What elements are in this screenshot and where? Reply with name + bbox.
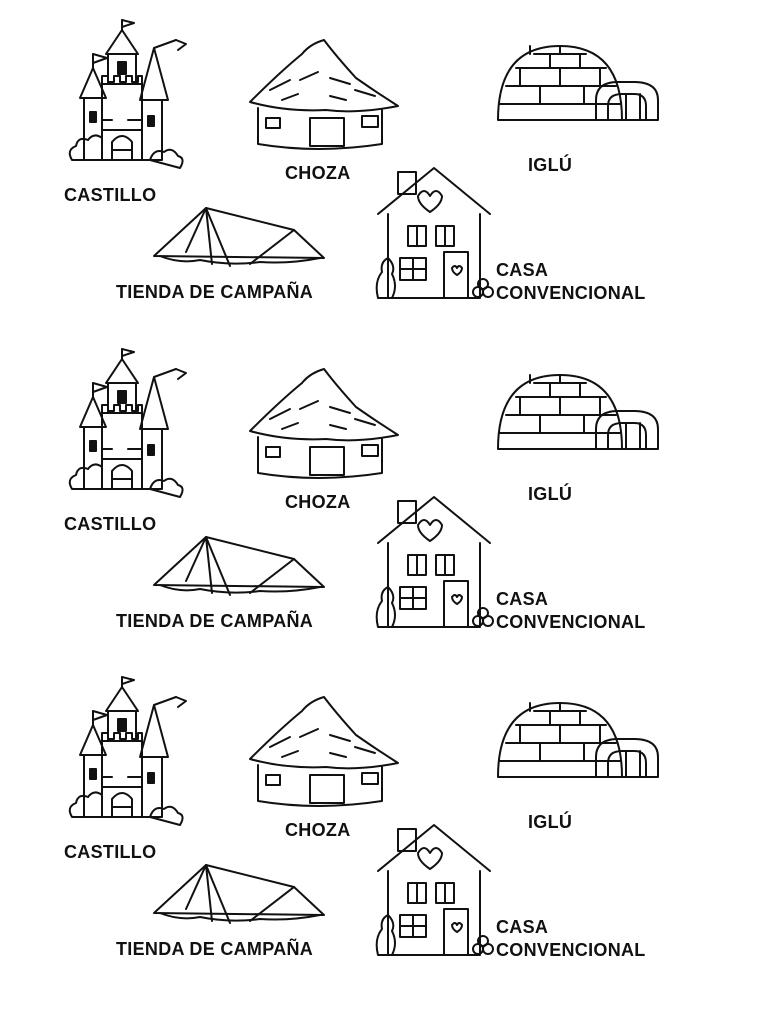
label-iglu: IGLÚ — [528, 812, 573, 832]
label-iglu: IGLÚ — [528, 484, 573, 504]
dwellings-block-2: CASTILLO CHOZA IGLÚ TIENDA DE CAMPAÑA CA… — [0, 329, 768, 659]
label-choza: CHOZA — [285, 820, 351, 840]
label-casa: CASA — [496, 260, 549, 280]
label-castillo: CASTILLO — [64, 842, 157, 862]
label-tienda-de-campana: TIENDA DE CAMPAÑA — [116, 611, 314, 631]
block-3-illustrations — [0, 657, 768, 987]
hut-illustration — [250, 369, 398, 478]
label-castillo: CASTILLO — [64, 514, 157, 534]
igloo-illustration — [498, 375, 658, 449]
tent-illustration — [154, 537, 324, 595]
house-illustration — [377, 825, 493, 955]
castle-illustration — [70, 349, 186, 497]
hut-illustration — [250, 697, 398, 806]
label-tienda-de-campana: TIENDA DE CAMPAÑA — [116, 282, 314, 302]
tent-illustration — [154, 865, 324, 923]
castle-illustration — [70, 20, 186, 168]
house-illustration — [377, 497, 493, 627]
hut-illustration — [250, 40, 398, 149]
tent-illustration — [154, 208, 324, 266]
label-casa: CASA — [496, 589, 549, 609]
label-choza: CHOZA — [285, 163, 351, 183]
castle-illustration — [70, 677, 186, 825]
block-2-illustrations — [0, 329, 768, 659]
label-choza: CHOZA — [285, 492, 351, 512]
igloo-illustration — [498, 703, 658, 777]
dwellings-block-1: CASTILLO CHOZA IGLÚ TIENDA DE CAMPAÑA CA… — [0, 0, 768, 330]
block-1-illustrations — [0, 0, 768, 330]
label-castillo: CASTILLO — [64, 185, 157, 205]
label-convencional: CONVENCIONAL — [496, 940, 646, 960]
house-illustration — [377, 168, 493, 298]
label-iglu: IGLÚ — [528, 155, 573, 175]
igloo-illustration — [498, 46, 658, 120]
label-convencional: CONVENCIONAL — [496, 612, 646, 632]
dwellings-block-3: CASTILLO CHOZA IGLÚ TIENDA DE CAMPAÑA CA… — [0, 657, 768, 987]
label-casa: CASA — [496, 917, 549, 937]
label-tienda-de-campana: TIENDA DE CAMPAÑA — [116, 939, 314, 959]
label-convencional: CONVENCIONAL — [496, 283, 646, 303]
